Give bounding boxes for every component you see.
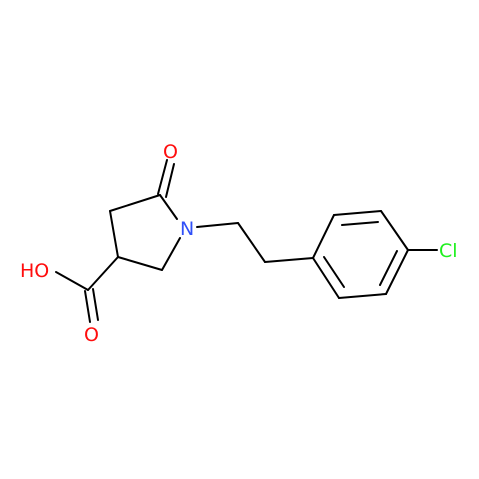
bond-ch2a-ch2b [237,222,266,263]
bond-ar2-ar3 [333,210,382,216]
bond-cooh-o-b [92,288,99,321]
bond-ar-inner-2 [379,250,398,286]
bond-cooh-oh [55,271,89,291]
bond-c3-c4 [109,210,119,258]
atom-acid-oxygen: O [84,324,99,346]
atom-hydroxyl: HO [20,260,49,282]
bond-n-ch2a [196,222,239,228]
bond-c5-o-b [165,163,175,198]
bond-c4-c5 [109,194,161,212]
bond-c2-c3 [117,256,163,271]
bond-c5-n [159,194,178,220]
bond-ar-inner-3 [323,256,345,288]
bond-ar6-ar1 [312,257,340,299]
bond-c5-o-a [157,159,168,195]
atom-nitrogen: N [180,218,194,240]
atom-chlorine: Cl [439,240,458,262]
bond-ar-inner-1 [341,221,379,226]
bonds [55,159,438,323]
bond-c3-cooh [87,256,119,291]
bond-ar5-ar6 [338,293,387,299]
bond-ar1-ar2 [312,214,335,259]
bond-ch2b-ar [264,257,314,263]
bond-ar3-ar4 [380,210,409,251]
atom-carbonyl-oxygen: O [163,141,178,163]
bond-ar4-ar5 [385,249,409,295]
bond-n-c2 [161,237,181,271]
atom-labels: O N HO O Cl [20,141,458,346]
bond-cooh-o-a [84,290,91,323]
